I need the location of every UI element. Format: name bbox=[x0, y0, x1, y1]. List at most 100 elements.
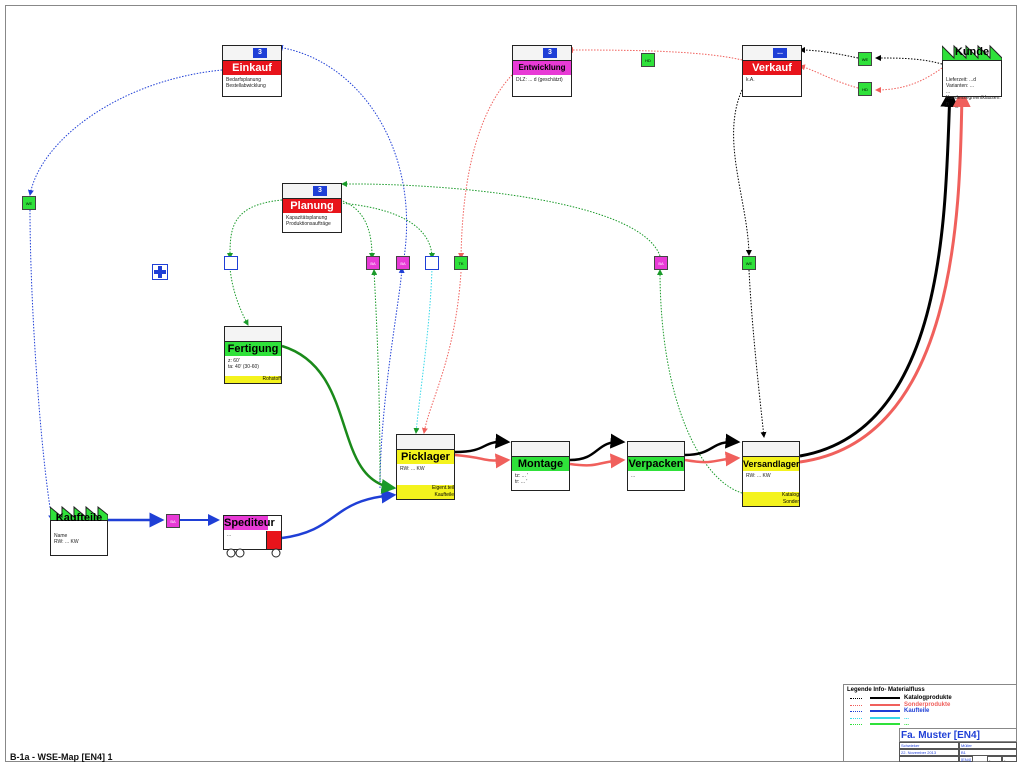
node-line: ... bbox=[227, 532, 232, 538]
tag-mail-icon: WE bbox=[22, 196, 36, 210]
legend-item: ... bbox=[850, 715, 1010, 721]
info-entwicklung-to-tag bbox=[458, 74, 513, 259]
legend-dotted-icon bbox=[850, 704, 862, 706]
mat-fertigung-to-pick bbox=[281, 344, 397, 494]
node-montage[interactable]: Montage tz: ... 'tr: ... ' bbox=[511, 441, 570, 491]
legend-item: Katalogprodukte bbox=[850, 695, 1010, 701]
mat-montage-to-verpacken-k bbox=[569, 433, 626, 462]
info-kunde-to-tag bbox=[875, 55, 943, 65]
factory-kaufteile-icon bbox=[50, 505, 108, 523]
node-line: ... bbox=[631, 473, 636, 479]
tag-mail-icon: WE bbox=[858, 52, 872, 66]
titleblock-company: Fa. Muster [EN4] bbox=[899, 728, 1017, 742]
truck-wheels-icon bbox=[226, 548, 281, 558]
node-title: Verpacken bbox=[628, 457, 684, 471]
node-title: Montage bbox=[512, 457, 569, 471]
legend-arrow-icon bbox=[870, 716, 900, 719]
titleblock-rev: B1 bbox=[959, 749, 1017, 756]
mat-verpacken-to-versand-s bbox=[684, 451, 741, 467]
info-tag2-to-pick bbox=[413, 267, 433, 434]
node-line: Name bbox=[54, 533, 68, 539]
legend-dotted-icon bbox=[850, 717, 862, 719]
titleblock-checker: Müller bbox=[959, 742, 1017, 749]
legend-label: Kaufteile bbox=[904, 708, 930, 714]
titleblock-dash: - bbox=[1002, 756, 1017, 762]
titleblock-dash: - bbox=[987, 756, 1002, 762]
node-icon-bar: 3 bbox=[223, 46, 281, 61]
node-line: RW: ... KW bbox=[400, 466, 425, 472]
node-title: Kaufteile bbox=[55, 512, 103, 524]
info-planung-to-ba bbox=[339, 199, 375, 259]
tag-label: BA bbox=[658, 261, 664, 266]
node-icon-bar bbox=[743, 442, 799, 457]
tag-ba-icon: BA bbox=[166, 514, 180, 528]
info-planung-to-tag bbox=[227, 199, 283, 259]
node-icon-bar bbox=[628, 442, 684, 457]
mat-versand-to-kunde-k bbox=[799, 89, 959, 458]
node-title: Einkauf bbox=[223, 61, 281, 75]
legend-arrow-icon bbox=[870, 703, 900, 706]
plus-icon bbox=[152, 264, 168, 280]
tag-hd-icon: HD bbox=[641, 53, 655, 67]
titleblock-blank bbox=[899, 756, 959, 762]
node-title: Planung bbox=[283, 199, 341, 213]
legend-label: ... bbox=[904, 714, 910, 721]
node-line: Kapazitätsplanung bbox=[286, 215, 328, 221]
footer-label: Kaufteile bbox=[434, 492, 454, 498]
node-line: ... Kundensegmentklassen: n bbox=[946, 89, 1001, 107]
tag-label: TK bbox=[458, 261, 464, 266]
node-line: Bedarfsplanung bbox=[226, 77, 262, 83]
legend-arrow-icon bbox=[870, 697, 900, 699]
mat-verpacken-to-versand-k bbox=[684, 433, 741, 457]
node-fertigung[interactable]: Fertigung z: 60'ta: 40' (30-60) Rohstoff bbox=[224, 326, 282, 384]
legend-dotted-icon bbox=[850, 698, 862, 699]
info-tag-to-fertigung bbox=[229, 267, 249, 326]
count-badge: 3 bbox=[543, 48, 557, 58]
legend-dotted-icon bbox=[850, 724, 862, 725]
node-title: Fertigung bbox=[225, 342, 281, 356]
node-versandlager[interactable]: Versandlager RW: ... KW Katalog Sonder bbox=[742, 441, 800, 507]
node-title: Kunde bbox=[954, 46, 990, 58]
count-badge: 3 bbox=[313, 186, 327, 196]
node-title: Verkauf bbox=[743, 61, 801, 75]
node-icon-bar: 3 bbox=[283, 184, 341, 199]
node-verpacken[interactable]: Verpacken ... bbox=[627, 441, 685, 491]
info-tag-to-verkauf bbox=[799, 47, 859, 59]
drawing-frame bbox=[5, 5, 1017, 762]
info-ba-to-einkauf bbox=[277, 44, 408, 259]
info-versand-to-ba bbox=[657, 269, 743, 494]
node-entwicklung[interactable]: 3 Entwicklung DLZ: ... d (geschätzt) bbox=[512, 45, 572, 97]
node-line: z: 60' bbox=[228, 358, 240, 364]
node-line: RW: ... KW bbox=[746, 473, 771, 479]
legend-arrow-icon bbox=[870, 723, 900, 725]
info-verkauf-to-tag bbox=[733, 89, 752, 256]
node-line: k.A. bbox=[746, 77, 755, 83]
tag-kanban-icon bbox=[425, 256, 439, 270]
node-title: Picklager bbox=[397, 450, 454, 464]
node-picklager[interactable]: Picklager RW: ... KW Eigent.teil Kauftei… bbox=[396, 434, 455, 500]
node-line: ta: 40' (30-60) bbox=[228, 364, 259, 370]
node-verkauf[interactable]: ... Verkauf k.A. bbox=[742, 45, 802, 97]
node-footer-1: Katalog bbox=[743, 492, 799, 499]
tag-kanban-icon bbox=[224, 256, 238, 270]
tag-label: WE bbox=[25, 201, 33, 206]
tag-tel-icon: TK bbox=[454, 256, 468, 270]
legend-label: ... bbox=[904, 721, 910, 727]
node-icon-bar bbox=[225, 327, 281, 342]
node-line: Varianten: ... bbox=[946, 83, 974, 89]
node-line: DLZ: ... d (geschätzt) bbox=[516, 77, 563, 83]
info-tag-to-versand bbox=[748, 269, 767, 438]
tag-label: BA bbox=[400, 261, 406, 266]
node-line: tr: ... ' bbox=[515, 479, 528, 485]
legend-arrow-icon bbox=[870, 710, 900, 712]
node-footer-2: Sonder bbox=[743, 499, 799, 506]
count-badge: 3 bbox=[253, 48, 267, 58]
truck-cab-icon bbox=[266, 531, 281, 549]
mat-pick-to-montage-k bbox=[454, 433, 511, 454]
titleblock-dept: [EN4] bbox=[959, 756, 973, 762]
node-spediteur[interactable]: Spediteur ... bbox=[223, 515, 282, 550]
